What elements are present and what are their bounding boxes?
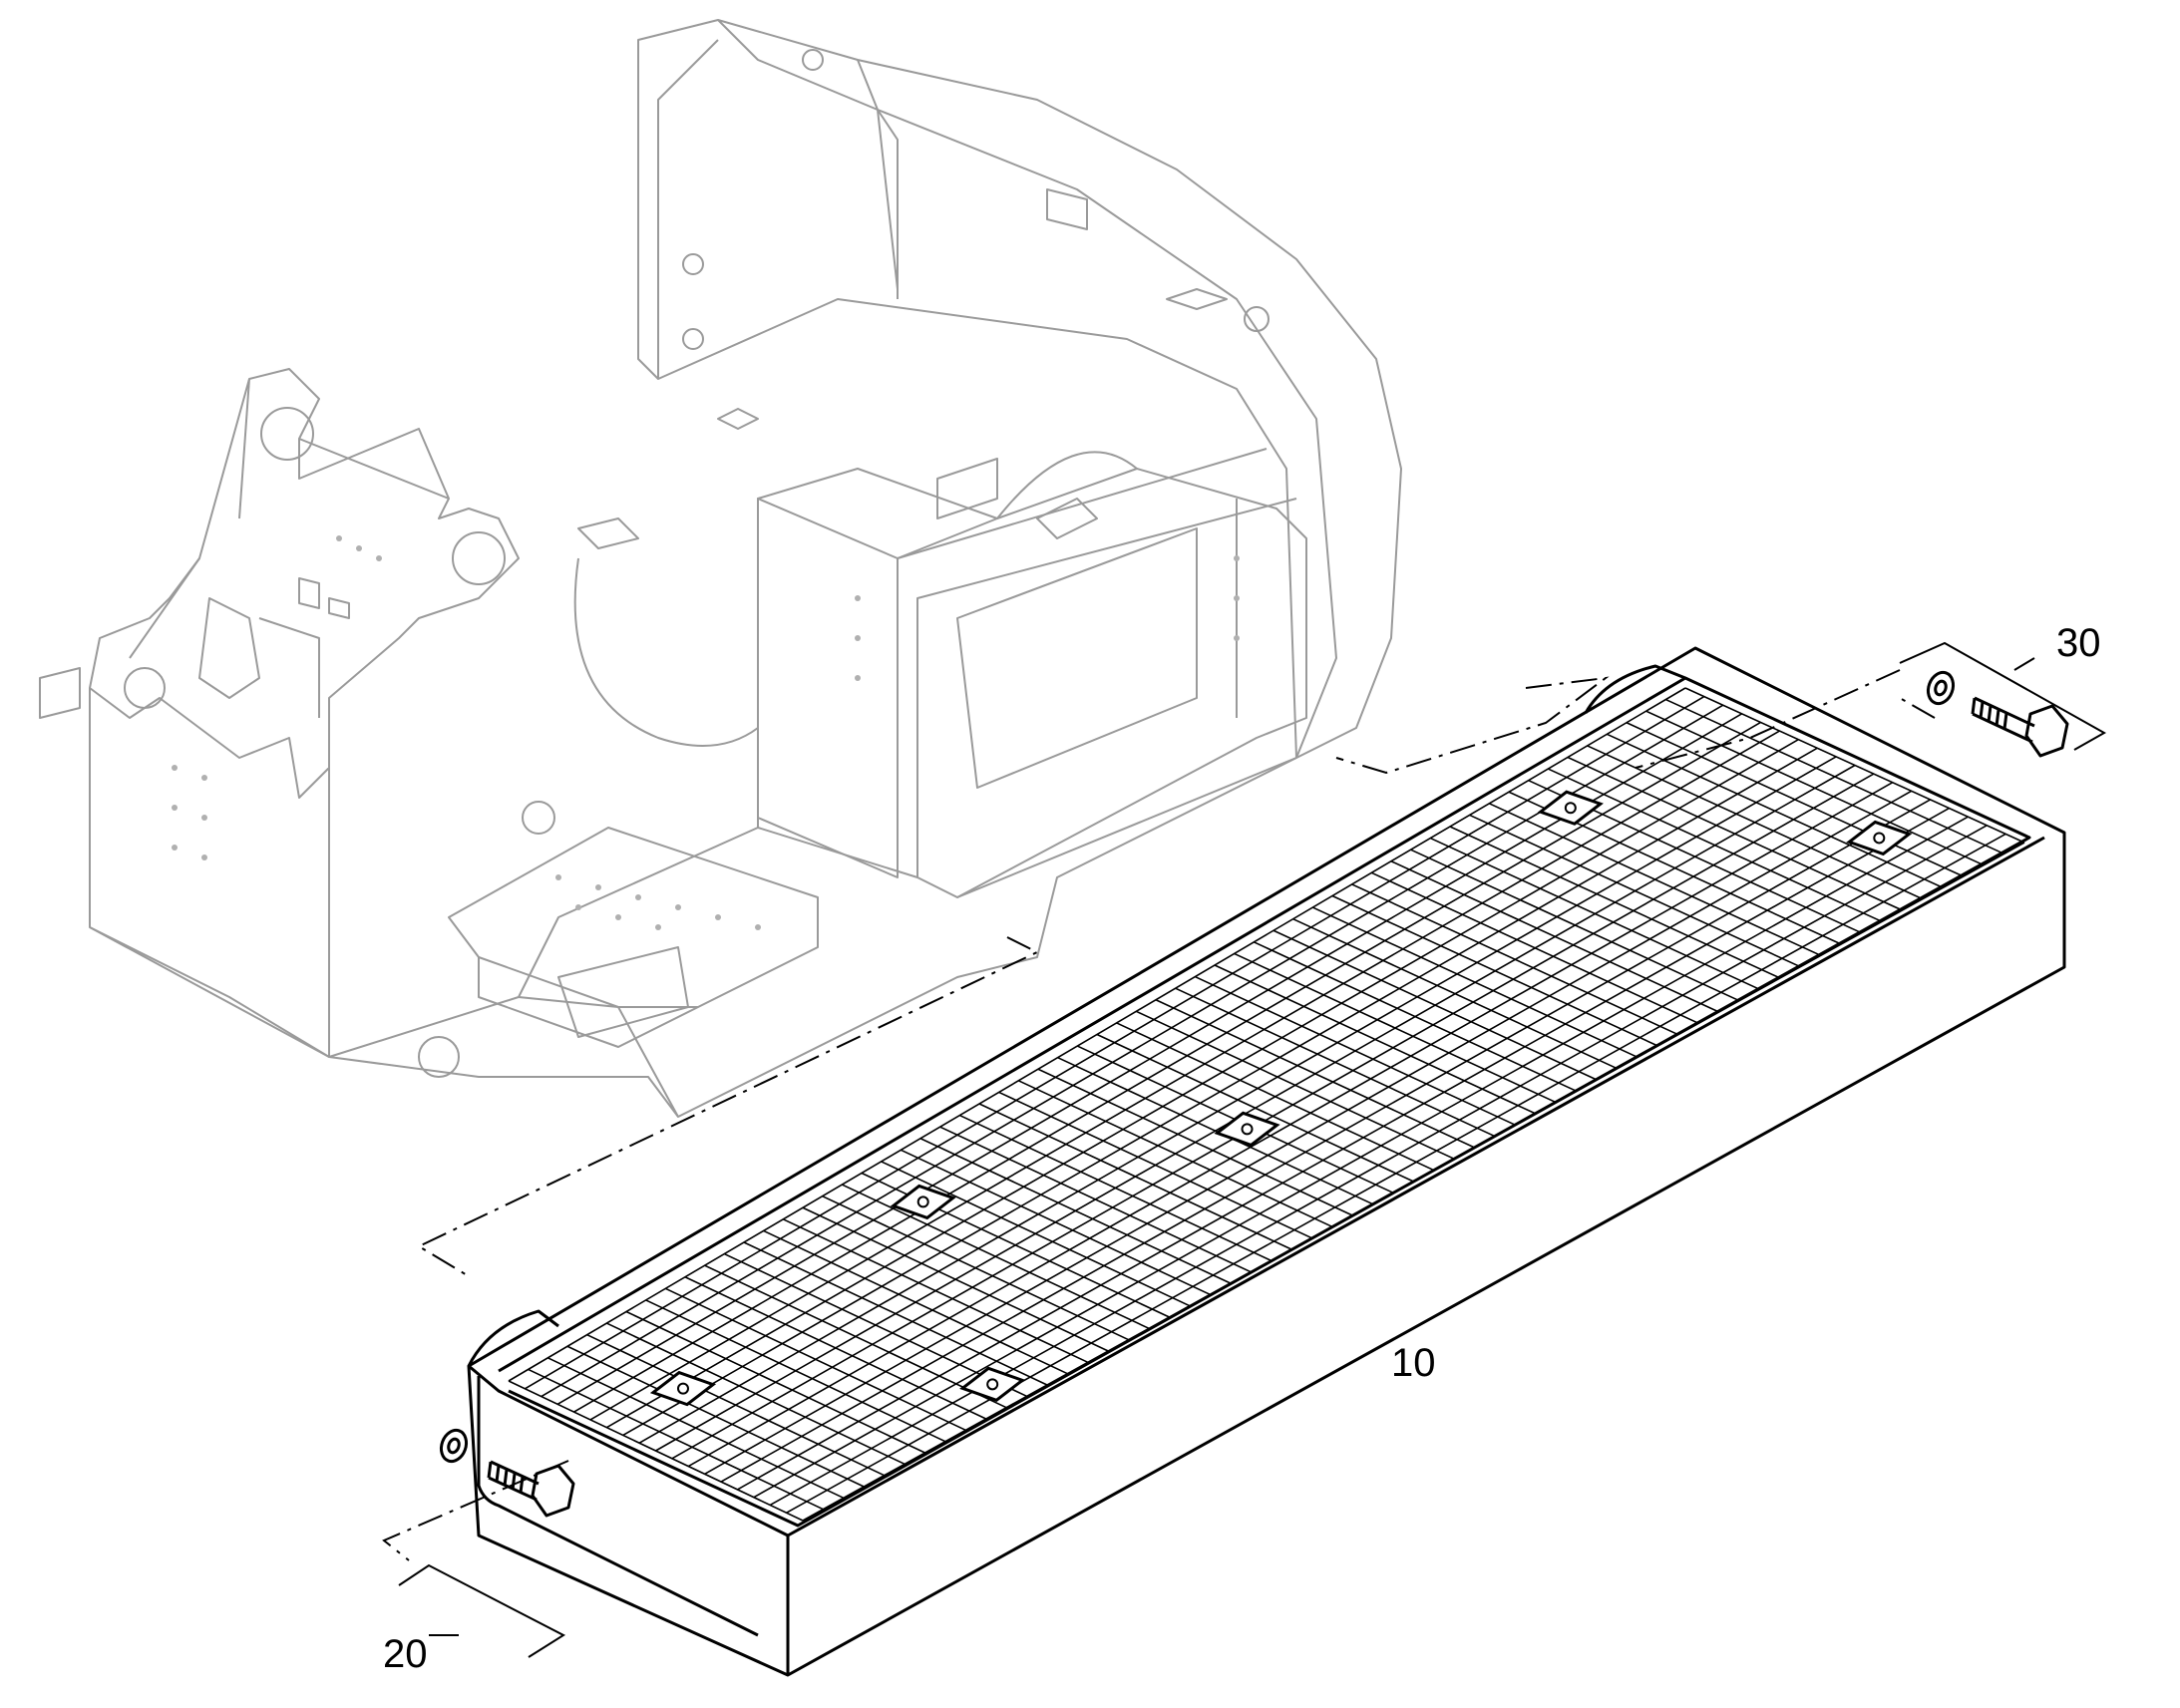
grating-cross-bar [1175,987,1496,1138]
grating-cross-bar [1607,733,1944,889]
grating-cross-bar [566,1345,865,1488]
machine-frame-ghost [39,19,1402,1118]
grating-pad [1846,820,1913,856]
grating-cross-bar [546,1357,845,1500]
callout-20: 20 [383,1632,428,1676]
callout-30: 30 [2056,621,2101,665]
grating-pad-hole [916,1196,929,1208]
grating-cross-bar [958,1114,1272,1262]
grating-pad-hole [986,1378,999,1391]
grating-cross-bar [723,1252,1027,1398]
grating-cross-bar [782,1218,1089,1364]
grating-cross-bar [1684,687,2025,844]
grating-cross-bar [1351,883,1679,1036]
grating-cross-bar [1096,1033,1414,1183]
grating-pad [1537,790,1604,826]
bolt-assembly-left [439,1428,575,1518]
grating-cross-bar [1194,975,1516,1127]
grating-cross-bar [1410,849,1740,1002]
grating-cross-bar [998,1091,1312,1239]
grating-cross-bar [1017,1080,1333,1228]
grating-cross-bar [1234,952,1557,1104]
grating-pad [1214,1111,1280,1148]
grating-cross-bar [684,1276,987,1420]
grating-pad [890,1184,956,1220]
grating-cross-bar [743,1241,1048,1386]
grating-cross-bar [1665,698,2004,855]
grating-cross-bar [645,1299,946,1443]
grating-cross-bar [822,1195,1130,1341]
grating-pad-hole [1873,832,1886,845]
grating-cross-bar [900,1149,1211,1296]
grating-cross-bar [1567,756,1903,911]
callout-leaders [398,641,2107,1658]
grating-cross-bar [1292,917,1619,1070]
grating-cross-bar [919,1138,1232,1284]
grating-cross-bar [1253,941,1578,1093]
grating-cross-bar [841,1184,1150,1330]
grating-pad [649,1370,717,1407]
grating-pad-hole [1241,1123,1254,1136]
washer-right [1926,670,1956,706]
grating-cross-bar [528,1368,824,1511]
grating-cross-bar [508,1380,804,1522]
grating-cross-bar [1272,929,1598,1081]
grating-cross-bar [1449,826,1781,979]
grating-cross-bar [1429,837,1760,991]
grating-pad-hole [676,1382,689,1395]
step-inner-rim [498,676,2031,1528]
grating-cross-bar [1214,964,1537,1115]
grating-cross-bar [1135,1010,1455,1161]
bolt-assembly-right [1926,670,2069,758]
bolt-right-shank [1971,696,2035,744]
grating-cross-bar [1057,1056,1374,1205]
grating-cross-bar [625,1310,925,1454]
grating-cross-bar [802,1206,1109,1352]
step-end-tab-right [1584,664,1686,714]
grating-mounting-pads [649,790,1913,1407]
grating-cross-bar [881,1161,1191,1307]
washer-left-hole [447,1437,461,1455]
grating-cross-bar [763,1229,1068,1375]
washer-left [439,1428,469,1464]
frame-hole-dots [172,535,1240,930]
grating-cross-bar [1155,999,1476,1149]
bolt-right-thread [1979,701,2008,730]
grating-cross-bar [1626,722,1965,877]
callout-10: 10 [1391,1341,1436,1385]
grating-cross-bar [1116,1022,1435,1172]
grating-cross-bar [1331,894,1658,1047]
grating-cross-bar [1488,803,1822,957]
grating-cross-bar [1311,906,1638,1059]
grating-cross-bar [978,1103,1292,1250]
grating-cross-bar [1645,710,1985,866]
bolt-left-head [531,1464,575,1518]
grating-pad [959,1366,1026,1403]
step-grating-assembly [467,646,2066,1677]
bolt-right-head [2024,704,2069,758]
bolt-left-thread [495,1465,525,1494]
leader-30 [1899,641,2107,751]
grating-cross-bar [1469,814,1801,968]
grating-cross-bar [605,1322,906,1466]
grating-cross-bar [704,1264,1007,1409]
step-top-front-edge [468,836,2045,1537]
step-grating [508,687,2025,1522]
assembly-center-lines [382,669,1936,1561]
washer-right-hole [1934,679,1948,697]
grating-cross-bar [586,1333,886,1477]
grating-cross-bar [664,1287,966,1432]
grating-cross-bar [1370,871,1699,1025]
grating-cross-bar [1548,768,1883,923]
grating-pad-hole [1564,802,1577,815]
grating-cross-bar [1037,1068,1353,1216]
grating-cross-bar [939,1126,1252,1273]
leader-20 [398,1563,566,1658]
step-end-tab-left [467,1309,559,1367]
grating-cross-bar [1587,745,1924,900]
grating-cross-bar [1390,860,1720,1013]
step-left-side-face [477,1376,759,1637]
